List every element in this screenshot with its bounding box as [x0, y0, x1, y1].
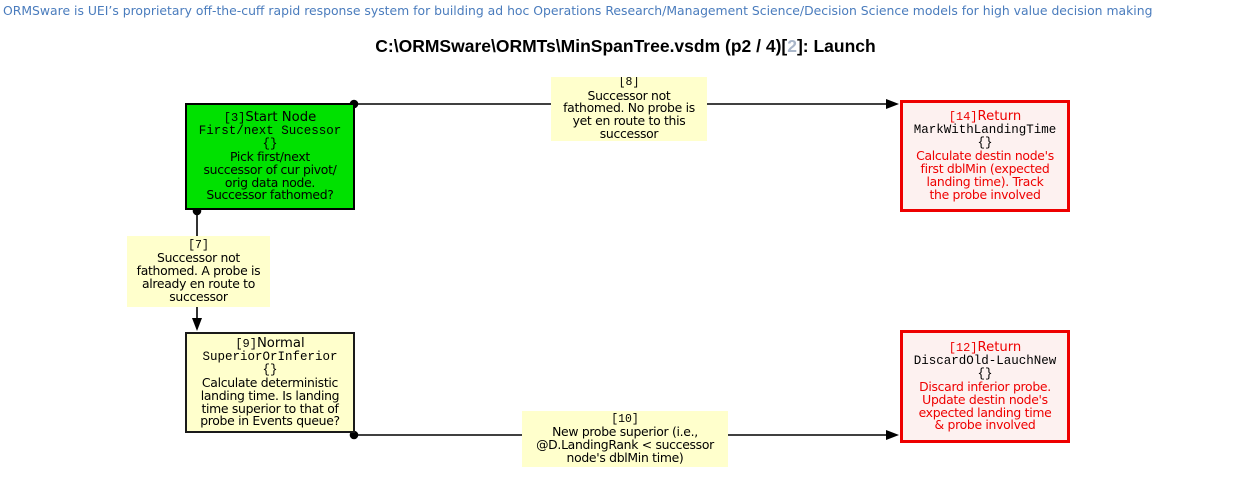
node-id: [14] [948, 110, 978, 125]
node-description: Calculate deterministic landing time. Is… [200, 374, 340, 429]
node-id: [9] [235, 336, 257, 351]
edge-label-id: [8] [618, 77, 640, 90]
node-proc-name: First/next Sucessor [198, 123, 342, 138]
edge-label-id: [10] [611, 412, 639, 426]
node-description: Calculate destin node's first dblMin (ex… [916, 148, 1054, 202]
edge-label-7[interactable]: [7] Successor not fathomed. A probe is a… [127, 236, 270, 307]
edge-label-id: [7] [188, 238, 209, 252]
node-normal-superior-or-inferior[interactable]: [9]Normal SuperiorOrInferior {} Calculat… [185, 332, 355, 433]
node-header: [12]Return [948, 339, 1022, 355]
node-description: Pick first/next successor of cur pivot/ … [203, 148, 337, 203]
edge-label-text: New probe superior (i.e., @D.LandingRank… [536, 424, 714, 465]
edge-label-text: Successor not fathomed. A probe is alrea… [136, 250, 261, 304]
node-braces: {} [977, 136, 993, 151]
arrowhead-into-return12 [886, 430, 899, 440]
node-type-label: Return [977, 339, 1022, 355]
node-id: [12] [948, 340, 978, 355]
page-title-suffix: ]: Launch [796, 36, 876, 56]
page-title-page-number: 2 [787, 36, 797, 56]
node-braces: {} [262, 362, 278, 377]
node-return-discard-old-launch-new[interactable]: [12]Return DiscardOld-LauchNew {} Discar… [900, 330, 1070, 443]
arrowhead-into-return14 [886, 99, 899, 109]
node-type-label: Start Node [245, 109, 317, 125]
node-type-label: Return [977, 109, 1022, 125]
page-title-path: C:\ORMSware\ORMTs\MinSpanTree.vsdm (p2 /… [375, 36, 788, 56]
page-title: C:\ORMSware\ORMTs\MinSpanTree.vsdm (p2 /… [0, 36, 1251, 57]
node-proc-name: SuperiorOrInferior [202, 349, 338, 364]
node-return-mark-with-landing-time[interactable]: [14]Return MarkWithLandingTime {} Calcul… [900, 100, 1070, 212]
app-tagline: ORMSware is UEI’s proprietary off-the-cu… [3, 3, 1153, 18]
node-header: [14]Return [948, 109, 1022, 125]
edge-label-8[interactable]: [8] Successor not fathomed. No probe is … [551, 77, 707, 141]
edge-label-10[interactable]: [10] New probe superior (i.e., @D.Landin… [522, 411, 728, 467]
node-braces: {} [262, 136, 278, 151]
node-header: [9]Normal [235, 335, 305, 351]
node-proc-name: MarkWithLandingTime [913, 123, 1057, 138]
edge-label-text: Successor not fathomed. No probe is yet … [563, 87, 695, 141]
node-proc-name: DiscardOld-LauchNew [913, 353, 1057, 368]
arrowhead-into-normal9 [192, 318, 202, 331]
node-start-first-next-successor[interactable]: [3]Start Node First/next Sucessor {} Pic… [185, 103, 355, 210]
node-type-label: Normal [256, 335, 305, 351]
node-id: [3] [223, 110, 246, 125]
node-description: Discard inferior probe. Update destin no… [918, 378, 1052, 433]
node-header: [3]Start Node [223, 109, 317, 125]
node-braces: {} [977, 366, 993, 381]
